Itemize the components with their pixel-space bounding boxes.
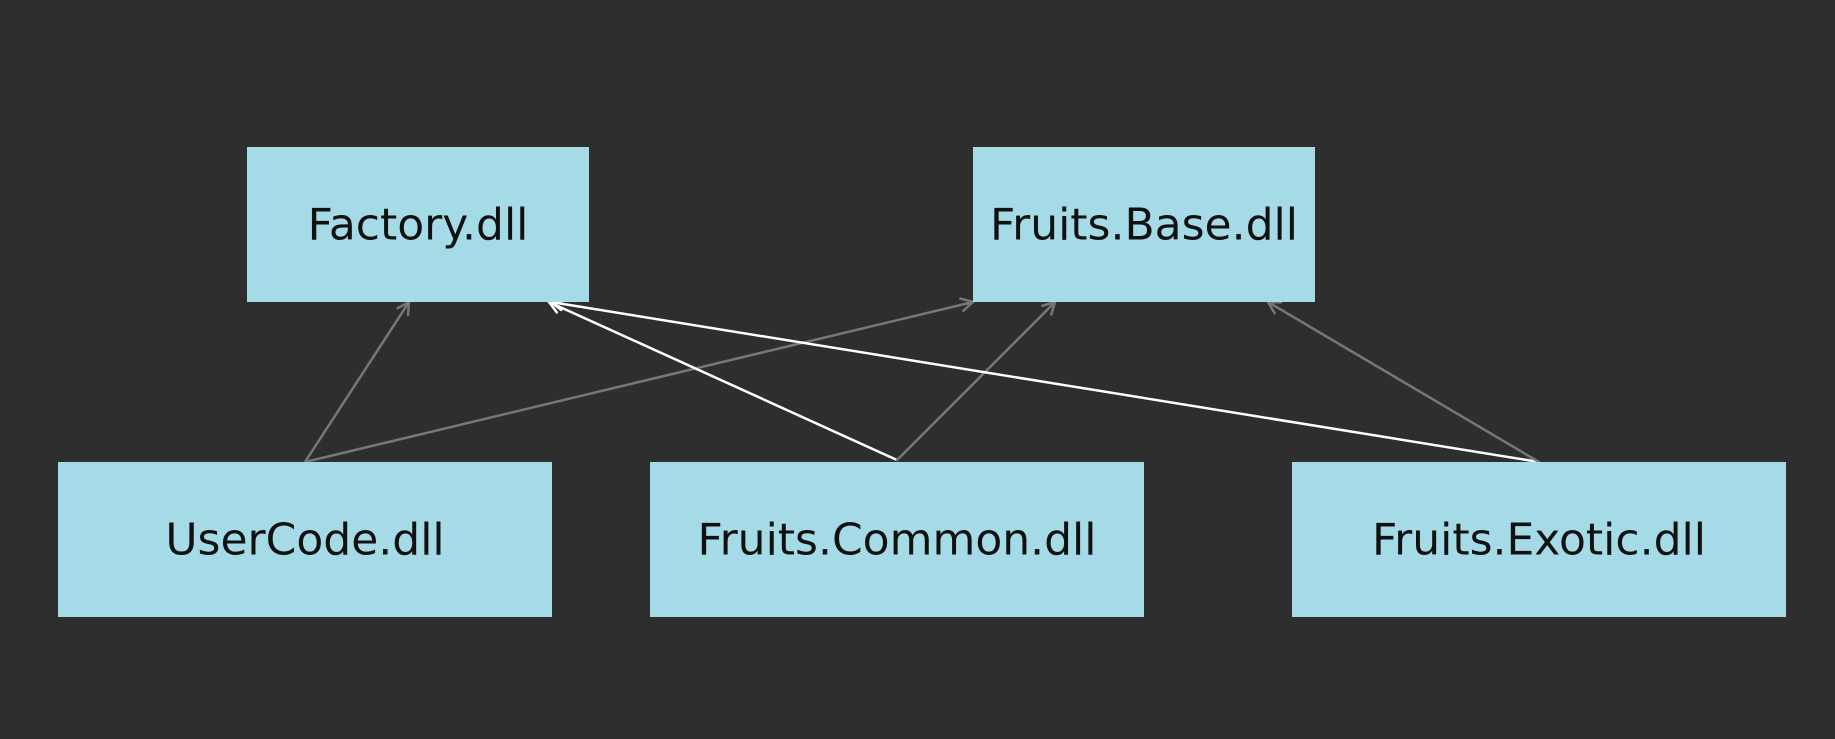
- node-user-code[interactable]: UserCode.dll: [58, 462, 552, 617]
- node-user-code-box[interactable]: [58, 462, 552, 617]
- node-fruits-base-label: Fruits.Base.dll: [990, 200, 1298, 251]
- node-fruits-base-box[interactable]: [973, 147, 1315, 302]
- edge-fruits-common-to-fruits-base: [895, 300, 1057, 462]
- edge-fruits-exotic-to-factory: [549, 300, 1541, 464]
- edge-fruits-exotic-to-fruits-base: [1266, 300, 1541, 464]
- edge-user-code-to-fruits-base: [303, 300, 975, 464]
- node-factory[interactable]: Factory.dll: [247, 147, 589, 302]
- node-fruits-exotic-box[interactable]: [1292, 462, 1786, 617]
- edge-user-code-to-factory: [303, 300, 411, 464]
- node-fruits-common-label: Fruits.Common.dll: [697, 515, 1096, 566]
- node-fruits-common[interactable]: Fruits.Common.dll: [650, 462, 1144, 617]
- node-factory-label: Factory.dll: [308, 200, 529, 251]
- node-fruits-exotic-label: Fruits.Exotic.dll: [1372, 515, 1706, 566]
- edge-fruits-common-to-factory: [547, 300, 899, 462]
- node-factory-box[interactable]: [247, 147, 589, 302]
- node-fruits-common-box[interactable]: [650, 462, 1144, 617]
- node-user-code-label: UserCode.dll: [165, 515, 444, 566]
- node-fruits-base[interactable]: Fruits.Base.dll: [973, 147, 1315, 302]
- node-fruits-exotic[interactable]: Fruits.Exotic.dll: [1292, 462, 1786, 617]
